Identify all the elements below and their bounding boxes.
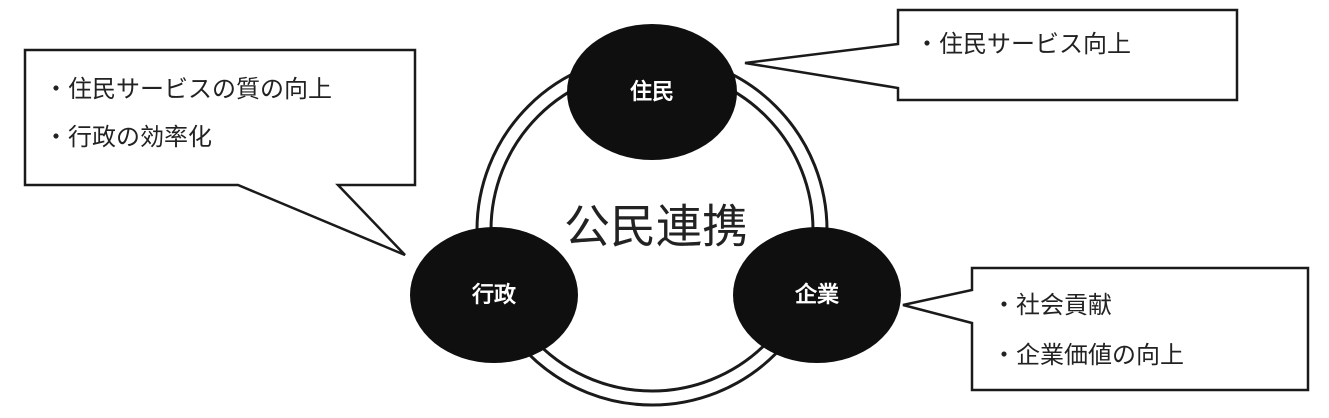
node-business-circle [733,227,901,363]
node-residents: 住民 [567,24,737,160]
node-government: 行政 [410,227,578,363]
node-business: 企業 [733,227,901,363]
node-residents-label: 住民 [630,79,674,105]
callout-residents-box [744,8,1239,102]
callout-residents-line-1: ・住民サービス向上 [915,30,1131,58]
node-residents-circle [567,24,737,160]
node-government-label: 行政 [471,282,517,308]
node-business-label: 企業 [794,282,840,308]
callout-business-box [902,266,1310,392]
node-government-circle [410,227,578,363]
callout-business-line-1: ・社会貢献 [992,291,1112,319]
callout-government-line-1: ・住民サービスの質の向上 [44,75,332,103]
callout-business-line-2: ・企業価値の向上 [992,341,1184,369]
callout-government-box [23,48,417,257]
callout-government-line-2: ・行政の効率化 [44,123,212,151]
center-title: 公民連携 [564,200,748,254]
